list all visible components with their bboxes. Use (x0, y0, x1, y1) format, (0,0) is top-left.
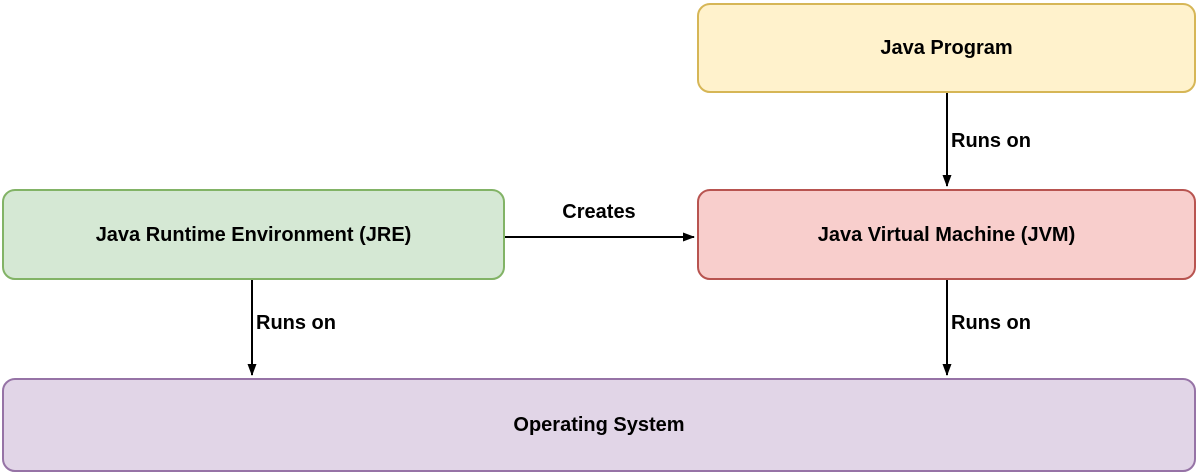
node-jre: Java Runtime Environment (JRE) (2, 189, 505, 280)
node-java-program-label: Java Program (880, 37, 1013, 59)
node-jvm: Java Virtual Machine (JVM) (697, 189, 1196, 280)
edge-label-runs-on-jre-os: Runs on (255, 312, 337, 335)
edge-label-creates-jre-jvm: Creates (561, 201, 637, 224)
edge-label-runs-on-java-program-jvm: Runs on (950, 130, 1032, 153)
node-jre-label: Java Runtime Environment (JRE) (95, 223, 412, 246)
edge-label-runs-on-jvm-os: Runs on (950, 312, 1032, 335)
node-java-program: Java Program (697, 3, 1196, 93)
node-jvm-label: Java Virtual Machine (JVM) (817, 223, 1076, 246)
node-os-label: Operating System (513, 414, 685, 436)
node-os: Operating System (2, 378, 1196, 472)
